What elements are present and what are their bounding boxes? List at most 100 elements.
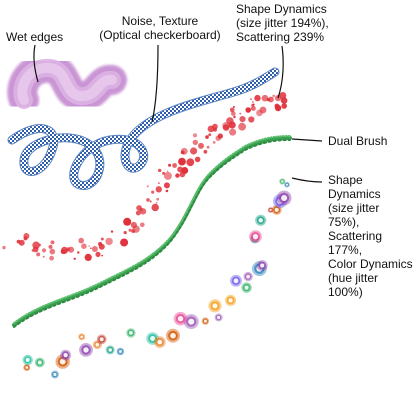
scatter-dot (23, 233, 30, 239)
dynamics-circle (34, 357, 45, 368)
dynamics-circle (284, 181, 290, 188)
leader-lines (33, 44, 323, 183)
scatter-dot (238, 122, 247, 131)
dynamics-circle-ring (80, 335, 84, 339)
scatter-dot (77, 251, 80, 254)
scatter-dot (274, 104, 282, 112)
scatter-dot (250, 98, 252, 100)
dynamics-circle-ring (59, 358, 66, 365)
scatter-dot (50, 240, 55, 245)
scatter-dot (232, 105, 235, 109)
scatter-dot (100, 237, 104, 241)
scatter-dot (163, 171, 172, 180)
dynamics-circle (241, 282, 252, 293)
dynamics-circle (166, 328, 180, 343)
dynamics-circle (79, 343, 93, 357)
scatter-dot (239, 112, 242, 115)
scatter-dot (157, 182, 160, 185)
dynamics-circle (105, 345, 115, 355)
scatter-dot (146, 185, 149, 188)
scatter-dot (146, 198, 150, 202)
scatter-dot (279, 92, 287, 99)
scatter-dot (208, 133, 212, 137)
dynamics-circle-ring (260, 263, 265, 268)
scatter-dot (181, 167, 189, 174)
scatter-dot (281, 103, 288, 109)
scatter-dot (251, 101, 254, 103)
dynamics-circle (214, 313, 223, 322)
wet-edges-leader (33, 44, 39, 83)
dynamics-circle (276, 190, 292, 206)
scatter-dot (261, 94, 269, 102)
scatter-dot (280, 97, 288, 104)
dynamics-circle (201, 317, 210, 325)
scatter-dot (98, 243, 105, 250)
dynamics-circle-ring (177, 316, 184, 322)
texture-leader (151, 44, 159, 123)
dynamics-circle-ring (170, 332, 176, 339)
scatter-dot (166, 170, 169, 172)
dynamics-circle-ring (157, 339, 163, 345)
dynamics-circle (279, 178, 286, 185)
scatter-dot (41, 248, 47, 253)
dynamics-circle-ring (108, 348, 112, 352)
dynamics-circle-ring (258, 218, 263, 223)
dynamics-circle (249, 230, 262, 244)
scatter-dot (156, 197, 160, 201)
scatter-dot (239, 116, 246, 123)
dynamics-circle-ring (203, 319, 207, 323)
dynamics-circle-ring (83, 347, 89, 353)
dynamics-circle-ring (95, 342, 100, 347)
scatter-dot (186, 158, 195, 167)
scatter-dot (110, 230, 114, 233)
dynamics-circle (153, 336, 166, 348)
dynamics-circle-ring (228, 298, 233, 303)
scatter-dot (151, 190, 155, 194)
dynamics-circle-ring (285, 183, 289, 186)
scatter-dot (165, 189, 169, 193)
dynamics-circle-ring (252, 234, 259, 240)
scatter-dot (60, 249, 66, 255)
scatter-dot (254, 94, 261, 102)
scatter-dot (206, 145, 210, 149)
scatter-dot (91, 246, 98, 252)
scatter-dot (272, 94, 276, 98)
scatter-dot (81, 243, 87, 249)
scatter-dot (229, 107, 235, 113)
dynamics-circle (23, 364, 31, 371)
dynamics-circle-ring (246, 274, 251, 279)
dynamics-circle-ring (274, 207, 279, 212)
scatter-dot (268, 96, 274, 103)
scatter-dot (48, 244, 53, 249)
dynamics-circle (126, 328, 136, 338)
dynamics-circle-ring (281, 195, 288, 201)
scatter-dot (135, 210, 141, 216)
scatter-dot (178, 157, 186, 166)
dynamics-circle-ring (53, 372, 57, 377)
scatter-dot (158, 168, 162, 173)
scatter-dot (175, 173, 180, 178)
shape-dynamics-1-leader (277, 45, 284, 99)
dynamics-circle-ring (63, 353, 68, 358)
dynamics-circle-ring (269, 208, 272, 212)
dynamics-circle (116, 347, 125, 356)
scatter-dot (2, 245, 6, 250)
scatter-dot (101, 254, 104, 257)
scatter-dot (123, 217, 132, 226)
scatter-dot (105, 237, 113, 246)
dual-brush-leader (291, 138, 323, 142)
scatter-dot (231, 111, 236, 116)
scatter-dot (90, 247, 92, 249)
dynamics-circle (22, 354, 33, 366)
scatter-dot (212, 141, 216, 144)
scatter-dot (95, 251, 101, 257)
scatter-dot (259, 106, 267, 114)
dynamics-circle-ring (25, 357, 30, 362)
scatter-dot (123, 231, 127, 235)
scatter-dot (203, 149, 208, 154)
dynamics-circle-ring (281, 180, 284, 183)
scatter-dot (36, 252, 41, 257)
scatter-dot (248, 116, 255, 123)
dynamics-circle (96, 334, 107, 345)
